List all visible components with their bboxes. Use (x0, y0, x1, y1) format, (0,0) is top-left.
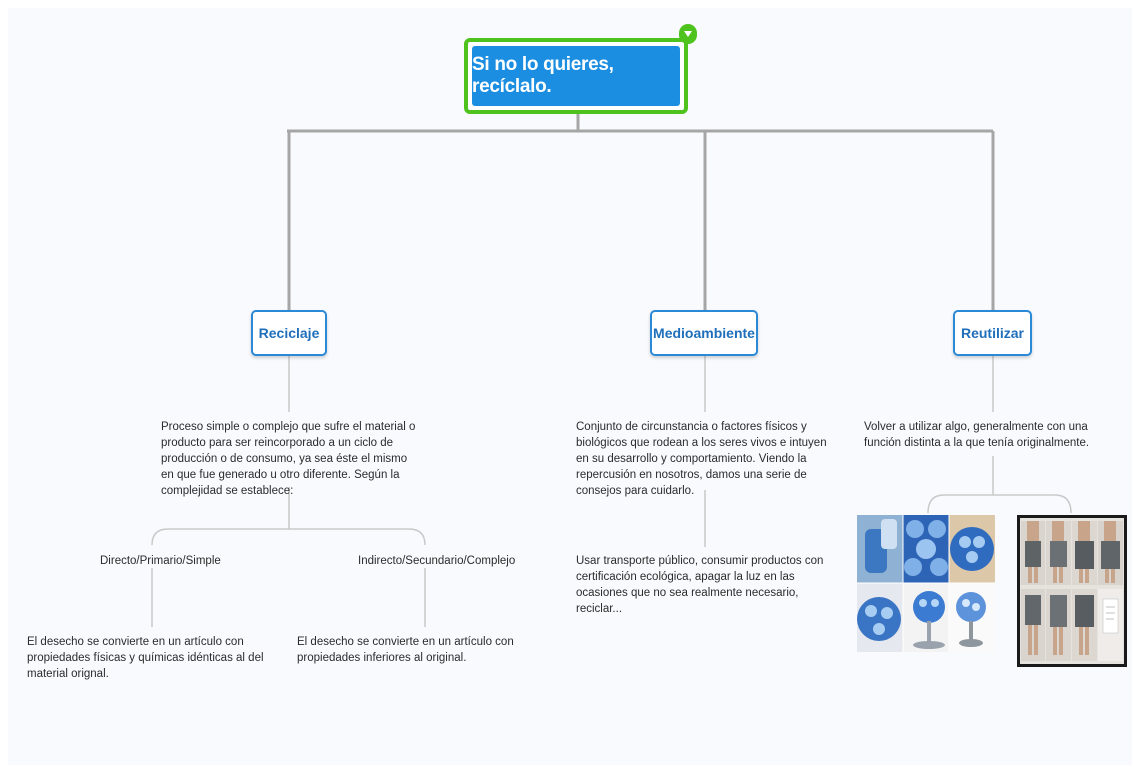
skirt-reuse-photo-collage[interactable] (1017, 515, 1127, 667)
chevron-down-icon[interactable] (679, 24, 697, 44)
topic-reciclaje[interactable]: Reciclaje (251, 310, 327, 356)
topic-reciclaje-label: Reciclaje (258, 325, 320, 341)
main-connectors (287, 114, 995, 310)
medioambiente-description: Conjunto de circunstancia o factores fís… (576, 421, 827, 497)
topic-medioambiente-label: Medioambiente (653, 325, 755, 341)
subtopic-indirecto[interactable]: Indirecto/Secundario/Complejo (358, 555, 516, 567)
reciclaje-description: Proceso simple o complejo que sufre el m… (161, 421, 416, 497)
central-topic-label: Si no lo quieres, recíclalo. (472, 46, 680, 106)
medioambiente-advice: Usar transporte público, consumir produc… (576, 555, 824, 615)
topic-reutilizar[interactable]: Reutilizar (953, 310, 1032, 356)
indirecto-description: El desecho se convierte en un artículo c… (297, 636, 514, 664)
bottle-lamp-photo-collage[interactable] (857, 515, 995, 652)
sub-connectors (151, 356, 1072, 627)
directo-description: El desecho se convierte en un artículo c… (27, 636, 264, 680)
topic-medioambiente[interactable]: Medioambiente (650, 310, 758, 356)
topic-reutilizar-label: Reutilizar (960, 325, 1024, 341)
central-topic[interactable]: Si no lo quieres, recíclalo. (464, 38, 688, 114)
reutilizar-description: Volver a utilizar algo, generalmente con… (864, 421, 1090, 449)
subtopic-directo[interactable]: Directo/Primario/Simple (100, 555, 221, 567)
